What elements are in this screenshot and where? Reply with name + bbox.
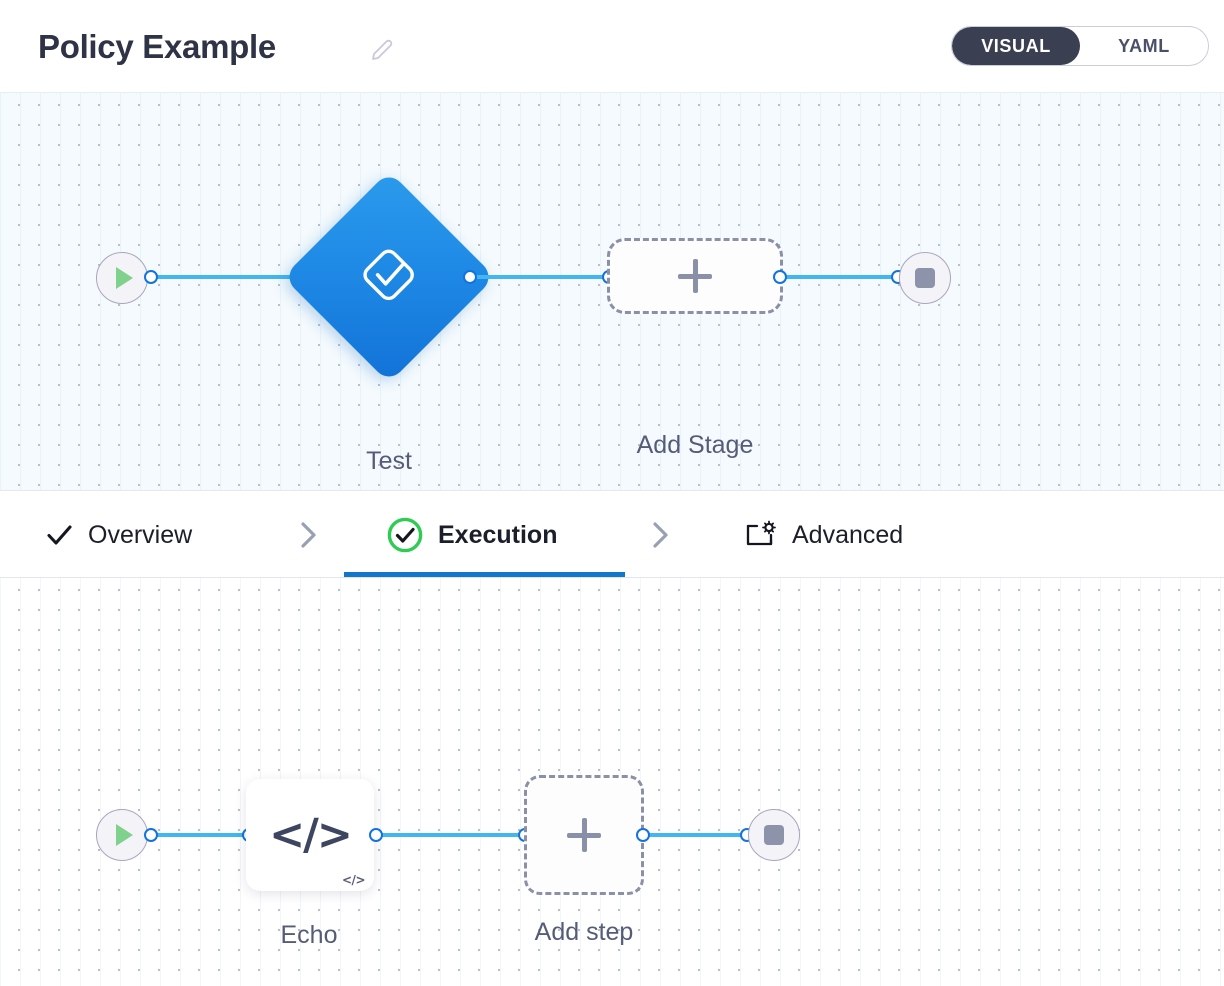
plus-icon <box>678 259 712 293</box>
stage-edge-start-test <box>151 275 316 279</box>
active-tab-underline <box>344 572 625 577</box>
tab-overview[interactable]: Overview <box>44 491 192 579</box>
page-header: Policy Example VISUAL YAML <box>0 0 1224 93</box>
stage-label-test: Test <box>366 447 412 475</box>
step-port-add-out[interactable] <box>636 828 650 842</box>
step-node-echo[interactable]: </> </> <box>246 779 374 891</box>
add-step-button[interactable] <box>524 775 644 895</box>
tab-separator-1 <box>296 491 322 579</box>
stop-icon <box>764 825 784 845</box>
tab-bar: Overview Execution <box>0 490 1224 578</box>
step-edge-add-end <box>640 833 753 837</box>
chevron-right-icon <box>301 522 316 548</box>
stage-start-node[interactable] <box>96 252 148 304</box>
stage-edge-test-add <box>468 275 616 279</box>
tab-separator-2 <box>648 491 674 579</box>
stop-icon <box>915 268 935 288</box>
check-icon <box>44 520 74 550</box>
stage-end-node[interactable] <box>899 252 951 304</box>
add-stage-button[interactable] <box>607 238 783 314</box>
plus-icon <box>567 818 601 852</box>
step-port-echo-out[interactable] <box>369 828 383 842</box>
play-icon <box>116 824 133 846</box>
step-start-node[interactable] <box>96 809 148 861</box>
check-circle-icon <box>386 516 424 554</box>
tab-label-execution: Execution <box>438 520 558 549</box>
stage-port-test-out[interactable] <box>463 270 477 284</box>
mode-toggle[interactable]: VISUAL YAML <box>951 26 1209 66</box>
step-port-start-out[interactable] <box>144 828 158 842</box>
stage-port-start-out[interactable] <box>144 270 158 284</box>
stage-edge-add-end <box>780 275 904 279</box>
stage-diamond[interactable] <box>282 170 496 384</box>
tab-label-overview: Overview <box>88 520 193 549</box>
add-stage-label: Add Stage <box>636 431 754 459</box>
tab-execution[interactable]: Execution <box>386 491 557 579</box>
step-edge-start-echo <box>151 833 261 837</box>
page-title: Policy Example <box>38 28 276 65</box>
window-gear-icon <box>744 519 778 551</box>
step-end-node[interactable] <box>748 809 800 861</box>
checkbox-check-icon <box>358 244 420 311</box>
step-canvas[interactable]: </> </> Echo Add step <box>0 578 1224 986</box>
add-step-label: Add step <box>534 918 634 946</box>
chevron-right-icon <box>653 522 668 548</box>
step-label-echo: Echo <box>280 921 338 949</box>
stage-canvas[interactable]: Test Add Stage <box>0 93 1224 490</box>
stage-node-test[interactable] <box>282 170 496 384</box>
step-edge-echo-add <box>376 833 532 837</box>
tab-advanced[interactable]: Advanced <box>744 491 903 579</box>
play-icon <box>116 267 133 289</box>
pencil-icon[interactable] <box>366 36 396 66</box>
mode-option-visual[interactable]: VISUAL <box>952 27 1080 65</box>
step-type-badge: </> <box>342 873 366 887</box>
mode-option-yaml[interactable]: YAML <box>1118 35 1170 56</box>
code-icon: </> <box>269 810 353 860</box>
stage-port-add-out[interactable] <box>773 270 787 284</box>
tab-label-advanced: Advanced <box>792 520 904 549</box>
